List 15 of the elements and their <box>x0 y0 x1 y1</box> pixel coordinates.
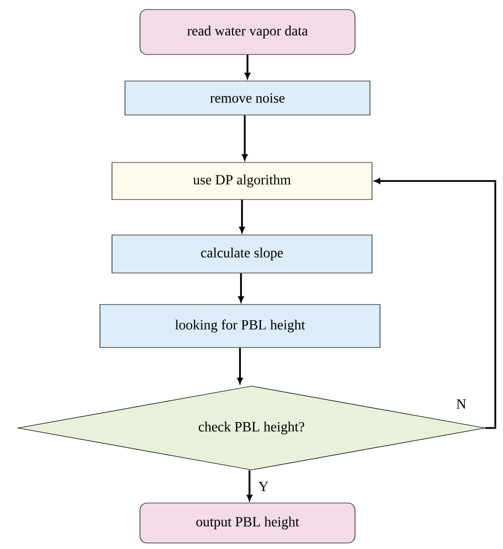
arrow <box>246 470 252 501</box>
arrow <box>242 115 248 160</box>
arrow <box>239 200 245 233</box>
edge-label: Y <box>257 480 270 492</box>
edge-label: N <box>455 398 468 410</box>
arrow <box>237 348 243 384</box>
terminal-box: read water vapor data <box>140 9 356 55</box>
process-box: remove noise <box>124 80 370 116</box>
arrow <box>244 54 250 79</box>
arrow <box>238 273 244 302</box>
process-box: calculate slope <box>112 234 372 274</box>
process-box: use DP algorithm <box>112 162 372 200</box>
terminal-box: output PBL height <box>140 502 356 544</box>
process-box: looking for PBL height <box>100 304 380 348</box>
arrow <box>374 178 496 429</box>
